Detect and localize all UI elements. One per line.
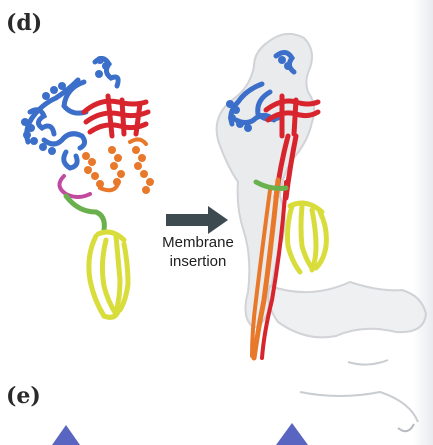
arrow-caption-line2: insertion — [150, 252, 246, 271]
arrow-caption: Membrane insertion — [150, 233, 246, 271]
panel-label-e: (e) — [6, 383, 41, 409]
yellow-domain-right — [288, 203, 327, 272]
panel-label-d: (d) — [6, 10, 42, 36]
triangle-marker-icon — [276, 423, 308, 445]
red-beta-sheet — [84, 96, 148, 136]
triangle-marker-icon — [52, 425, 80, 445]
arrow-caption-line1: Membrane — [150, 233, 246, 252]
right-arrow-icon — [166, 206, 228, 234]
yellow-domain — [89, 232, 128, 317]
magenta-loop — [59, 176, 90, 197]
green-linker — [66, 196, 104, 230]
soluble-protein-structure — [21, 56, 154, 317]
